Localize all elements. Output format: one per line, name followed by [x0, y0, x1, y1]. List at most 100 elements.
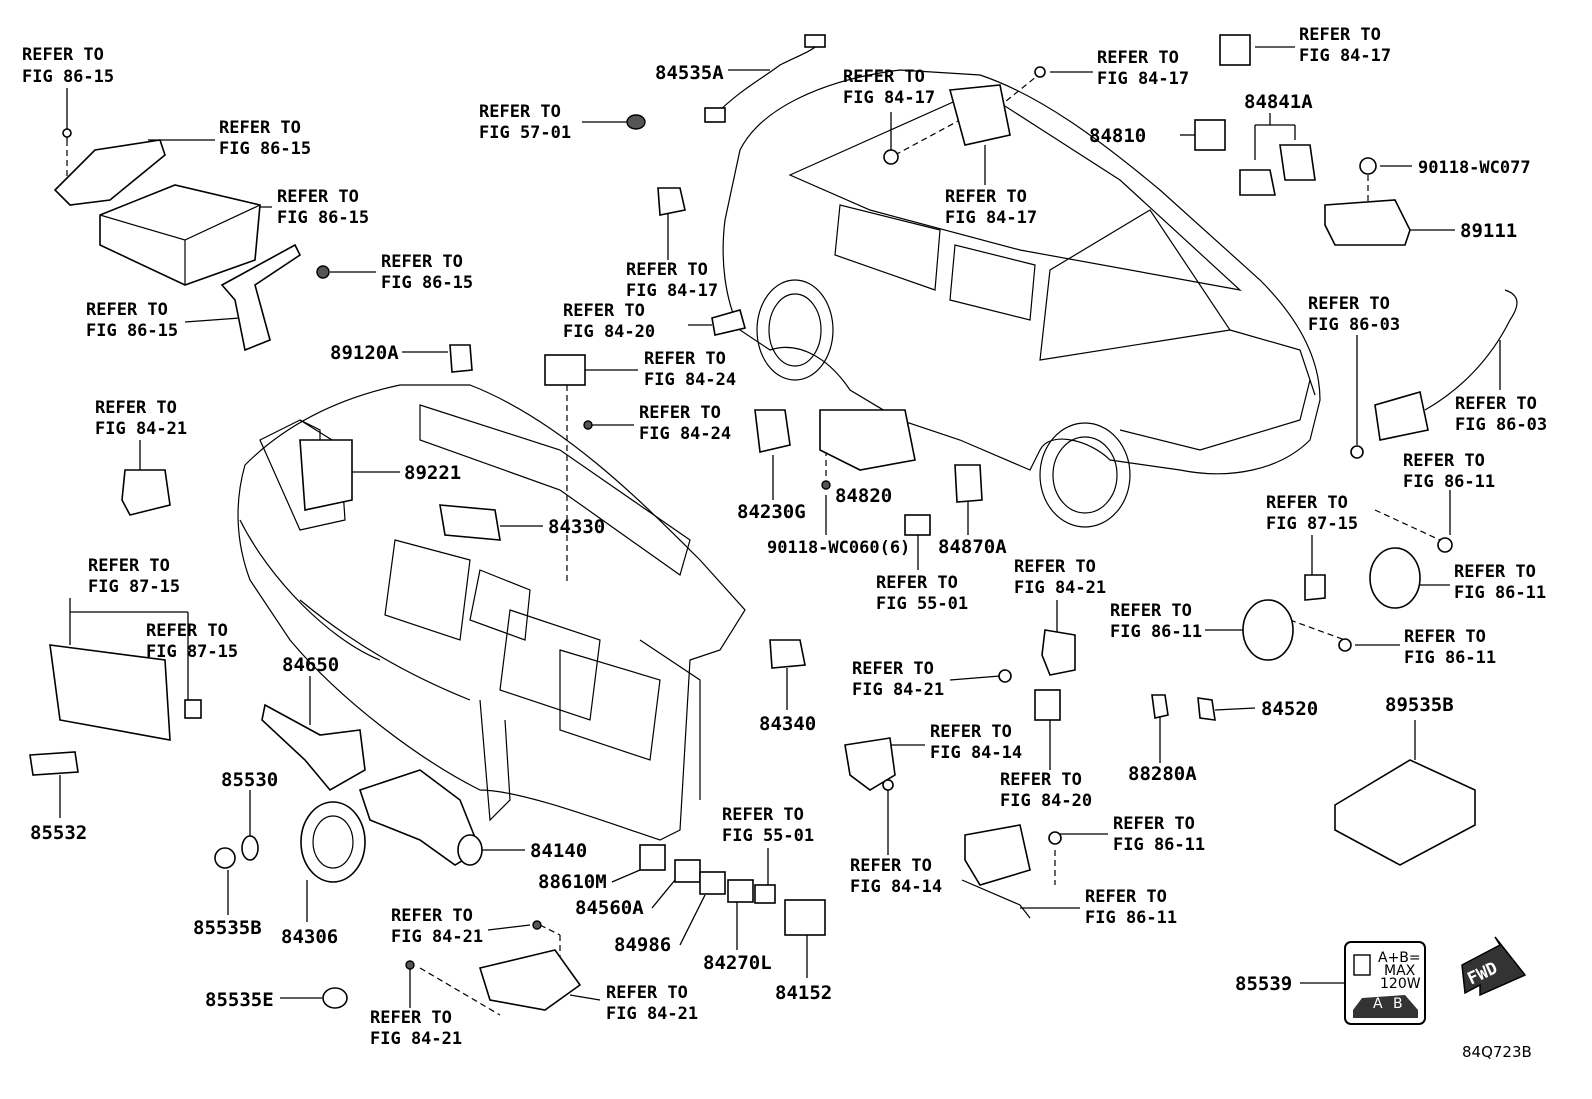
control-box-part	[99, 184, 261, 286]
refer-r10-l2: FIG 84-17	[945, 208, 1037, 228]
refer-r34-l1: REFER TO	[391, 906, 473, 926]
switch-84870a-part	[954, 464, 983, 503]
badge-a: A	[1373, 996, 1383, 1012]
badge-line1: A+B=	[1378, 950, 1421, 966]
part-84270L: 84270L	[703, 952, 772, 974]
part-shapes	[29, 34, 1518, 1011]
connector-5501b-part	[754, 884, 776, 904]
refer-r16-l1: REFER TO	[88, 556, 170, 576]
part-84306: 84306	[281, 926, 338, 948]
refer-r31-l2: FIG 86-11	[1113, 835, 1205, 855]
refer-r35-l1: REFER TO	[606, 983, 688, 1003]
refer-r6-l2: FIG 57-01	[479, 123, 571, 143]
refer-r19-l2: FIG 86-03	[1455, 415, 1547, 435]
refer-r1-l1: REFER TO	[22, 45, 104, 65]
refer-r25-l1: REFER TO	[876, 573, 958, 593]
part-84841A: 84841A	[1244, 91, 1313, 113]
part-85535E: 85535E	[205, 989, 274, 1011]
refer-r18-l2: FIG 86-03	[1308, 315, 1400, 335]
refer-r28-l2: FIG 84-14	[930, 743, 1022, 763]
badge-line2: MAX	[1384, 963, 1416, 979]
part-88610M: 88610M	[538, 871, 607, 893]
refer-r14-l2: FIG 84-24	[639, 424, 731, 444]
refer-r31-l1: REFER TO	[1113, 814, 1195, 834]
part-85530: 85530	[221, 769, 278, 791]
relay-8424-part	[544, 354, 586, 386]
refer-r33-l2: FIG 55-01	[722, 826, 814, 846]
refer-r24-l1: REFER TO	[1404, 627, 1486, 647]
switch-84330-part	[439, 504, 501, 541]
part-84140: 84140	[530, 840, 587, 862]
switch-84340-part	[769, 639, 806, 669]
badge-line3: 120W	[1380, 976, 1421, 992]
part-84520: 84520	[1261, 698, 1318, 720]
sensor-88280a-part	[1151, 694, 1169, 719]
socket-85530-part	[241, 835, 259, 861]
grommet-part	[626, 114, 646, 130]
refer-r32-l2: FIG 86-11	[1085, 908, 1177, 928]
part-88280A: 88280A	[1128, 763, 1197, 785]
refer-r2-l1: REFER TO	[219, 118, 301, 138]
part-84820: 84820	[835, 485, 892, 507]
refer-r12-l2: FIG 84-20	[563, 322, 655, 342]
switch-84560a-part	[674, 859, 701, 883]
refer-r18-l1: REFER TO	[1308, 294, 1390, 314]
sensor-8414-part	[844, 737, 896, 791]
refer-r28-l1: REFER TO	[930, 722, 1012, 742]
refer-r13-l1: REFER TO	[644, 349, 726, 369]
refer-r30-l2: FIG 84-14	[850, 877, 942, 897]
refer-r25-l2: FIG 55-01	[876, 594, 968, 614]
refer-r24-l2: FIG 86-11	[1404, 648, 1496, 668]
refer-r7-l2: FIG 84-17	[843, 88, 935, 108]
leader-lines	[59, 46, 1501, 1016]
window-switch-part	[819, 409, 916, 471]
socket-85532-part	[29, 751, 79, 776]
refer-r8-l1: REFER TO	[1097, 48, 1179, 68]
refer-r23-l1: REFER TO	[1110, 601, 1192, 621]
refer-r9-l2: FIG 84-17	[1299, 46, 1391, 66]
cap-85535b-part	[214, 847, 236, 869]
refer-r21-l1: REFER TO	[1266, 493, 1348, 513]
sensor-84520-part	[1197, 697, 1216, 721]
sensor-8603-part	[1374, 390, 1429, 441]
refer-r19-l1: REFER TO	[1455, 394, 1537, 414]
sensor-part	[1219, 34, 1251, 66]
refer-r32-l1: REFER TO	[1085, 887, 1167, 907]
bracket-part-2	[220, 243, 302, 352]
refer-r5-l2: FIG 86-15	[86, 321, 178, 341]
refer-r26-l2: FIG 84-21	[1014, 578, 1106, 598]
part-84810: 84810	[1089, 125, 1146, 147]
spiral-cable-part	[300, 801, 366, 883]
refer-r2-l2: FIG 86-15	[219, 139, 311, 159]
refer-r36-l1: REFER TO	[370, 1008, 452, 1028]
horn-left-part	[1242, 599, 1294, 661]
refer-r35-l2: FIG 84-21	[606, 1004, 698, 1024]
part-89535B: 89535B	[1385, 694, 1454, 716]
diagram-id: 84Q723B	[1462, 1043, 1532, 1061]
plug-89120a-part	[449, 344, 473, 373]
refer-r22-l2: FIG 86-11	[1454, 583, 1546, 603]
part-84152: 84152	[775, 982, 832, 1004]
refer-r17-l2: FIG 87-15	[146, 642, 238, 662]
refer-r29-l2: FIG 84-20	[1000, 791, 1092, 811]
part-85539: 85539	[1235, 973, 1292, 995]
label-85539: A+B= MAX 120W A B	[1344, 941, 1426, 1025]
part-84986: 84986	[614, 934, 671, 956]
refer-r20-l2: FIG 86-11	[1403, 472, 1495, 492]
module-89221-part	[299, 439, 353, 511]
refer-r9-l1: REFER TO	[1299, 25, 1381, 45]
refer-labels: REFER TO FIG 86-15 REFER TO FIG 86-15 RE…	[22, 25, 1547, 1049]
refer-r4-l1: REFER TO	[381, 252, 463, 272]
refer-r21-l2: FIG 87-15	[1266, 514, 1358, 534]
refer-r23-l2: FIG 86-11	[1110, 622, 1202, 642]
bracket-part	[53, 139, 166, 206]
part-89120A: 89120A	[330, 342, 399, 364]
switch-84270l-part	[727, 879, 754, 903]
sensor-8421b-part	[1041, 629, 1076, 676]
refer-r5-l1: REFER TO	[86, 300, 168, 320]
sensor-8421-part	[121, 469, 171, 516]
part-84650: 84650	[282, 654, 339, 676]
horn-part	[964, 824, 1031, 886]
refer-r15-l2: FIG 84-21	[95, 419, 187, 439]
